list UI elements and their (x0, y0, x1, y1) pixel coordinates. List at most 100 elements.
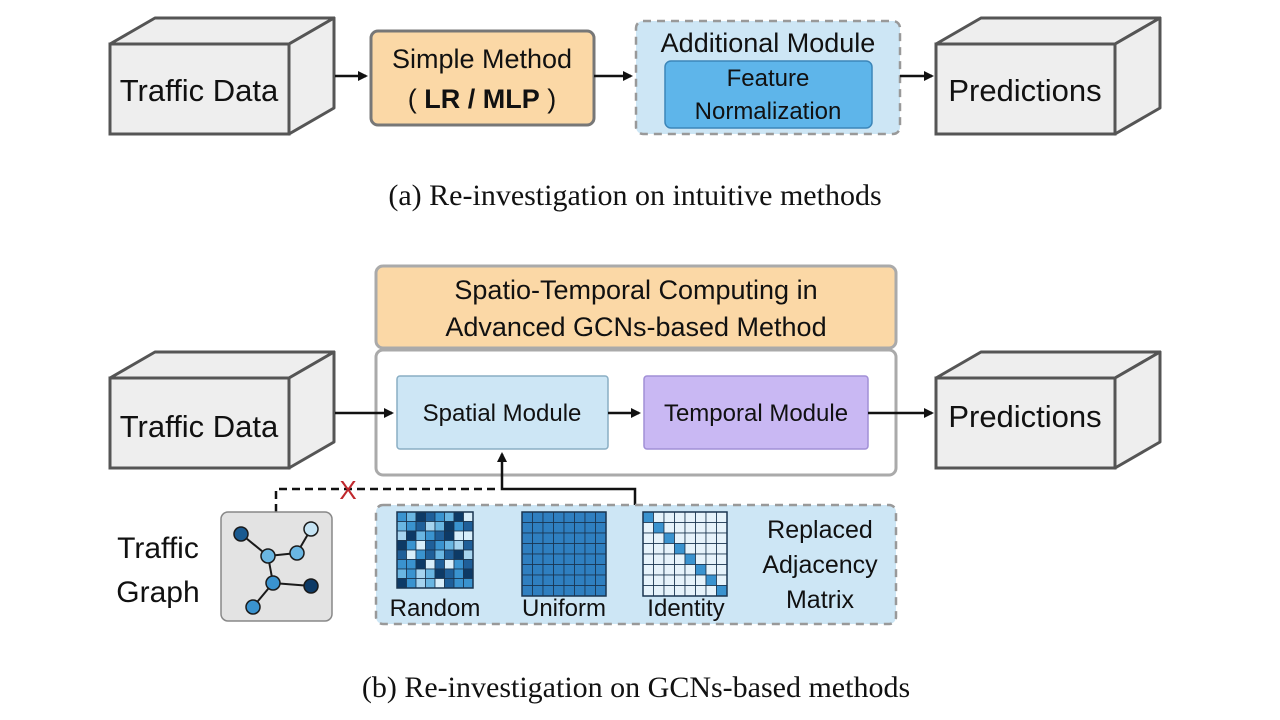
matrix-border (396, 511, 474, 589)
matrix-cell (584, 574, 596, 586)
matrix-cell (425, 549, 436, 560)
matrix-cell (642, 543, 654, 555)
matrix-cell (396, 578, 407, 589)
matrix-cell (574, 543, 586, 555)
matrix-cell (415, 521, 426, 532)
matrix-cell (396, 549, 407, 560)
replaced-label-line3: Matrix (786, 586, 855, 614)
traffic-data-cube-a: Traffic Data (108, 16, 336, 136)
matrix-cell (406, 540, 417, 551)
matrix-cell (444, 540, 455, 551)
matrix-cell (444, 578, 455, 589)
matrix-cell (705, 574, 717, 586)
matrix-cell (434, 578, 445, 589)
matrix-cell (444, 530, 455, 541)
replaced-label-line1: Replaced (767, 516, 873, 544)
matrix-cell (532, 522, 544, 534)
random-matrix (396, 511, 474, 589)
matrix-cell (574, 532, 586, 544)
matrix-cell (542, 532, 554, 544)
matrix-cell (425, 540, 436, 551)
matrix-cell (415, 511, 426, 522)
matrix-cell (406, 578, 417, 589)
matrix-cell (396, 530, 407, 541)
matrix-cell (584, 543, 596, 555)
matrix-cell (584, 553, 596, 565)
matrix-cell (684, 522, 696, 534)
matrix-cell (695, 553, 707, 565)
simple-method-subtitle: ( LR / MLP ) (408, 84, 557, 114)
matrix-cell (574, 553, 586, 565)
matrix-cell (642, 532, 654, 544)
matrix-cell (463, 549, 474, 560)
matrix-cell (716, 543, 728, 555)
caption-b: (b) Re-investigation on GCNs-based metho… (362, 671, 910, 704)
matrix-cell (532, 553, 544, 565)
matrix-cell (532, 564, 544, 576)
matrix-cell (684, 511, 696, 523)
matrix-cell (595, 564, 607, 576)
matrix-cell (674, 553, 686, 565)
matrix-cell (553, 532, 565, 544)
matrix-cell (595, 532, 607, 544)
feature-normalization-line1: Feature (727, 65, 810, 92)
graph-node (245, 599, 261, 615)
matrix-cell (434, 540, 445, 551)
matrix-cell (663, 543, 675, 555)
matrix-cell (695, 511, 707, 523)
matrix-cell (663, 511, 675, 523)
matrix-cell (425, 578, 436, 589)
temporal-module-label: Temporal Module (664, 400, 848, 427)
traffic-graph-label-line1: Traffic (117, 532, 199, 565)
matrix-cell (396, 568, 407, 579)
matrix-cell (584, 532, 596, 544)
matrix-cell (434, 511, 445, 522)
matrix-cell (595, 574, 607, 586)
matrix-cell (684, 532, 696, 544)
matrix-cell (415, 578, 426, 589)
matrix-cell (553, 553, 565, 565)
predictions-label-a: Predictions (948, 73, 1101, 108)
matrix-cell (415, 549, 426, 560)
graph-node (265, 575, 281, 591)
matrix-cell (396, 559, 407, 570)
matrix-cell (716, 564, 728, 576)
feature-normalization-line2: Normalization (695, 98, 842, 125)
matrix-cell (396, 511, 407, 522)
matrix-cell (663, 574, 675, 586)
matrix-cell (663, 522, 675, 534)
additional-module-box: Additional Module Feature Normalization (634, 19, 902, 136)
matrix-cell (453, 540, 464, 551)
matrix-cell (653, 511, 665, 523)
matrix-cell (406, 549, 417, 560)
matrix-cell (521, 511, 533, 523)
simple-method-box: Simple Method ( LR / MLP ) (369, 29, 596, 127)
uniform-label: Uniform (522, 595, 606, 622)
matrix-cell (521, 522, 533, 534)
matrix-cell (521, 543, 533, 555)
matrix-cell (406, 511, 417, 522)
matrix-cell (406, 568, 417, 579)
matrix-cell (425, 511, 436, 522)
matrix-cell (705, 553, 717, 565)
matrix-cell (642, 574, 654, 586)
matrix-cell (653, 522, 665, 534)
spatial-module-label: Spatial Module (423, 400, 582, 427)
matrix-cell (674, 532, 686, 544)
matrix-cell (684, 543, 696, 555)
matrix-cell (674, 574, 686, 586)
additional-module-title: Additional Module (661, 28, 876, 58)
traffic-data-cube-b: Traffic Data (108, 350, 336, 470)
matrix-cell (595, 511, 607, 523)
matrix-cell (553, 522, 565, 534)
matrix-cell (542, 543, 554, 555)
matrix-cell (563, 564, 575, 576)
spatial-module-box: Spatial Module (396, 375, 609, 450)
matrix-cell (542, 511, 554, 523)
matrix-cell (553, 511, 565, 523)
matrix-cell (705, 543, 717, 555)
matrix-cell (453, 578, 464, 589)
matrix-cell (542, 553, 554, 565)
matrix-cell (563, 522, 575, 534)
traffic-graph-label-line2: Graph (116, 576, 199, 609)
